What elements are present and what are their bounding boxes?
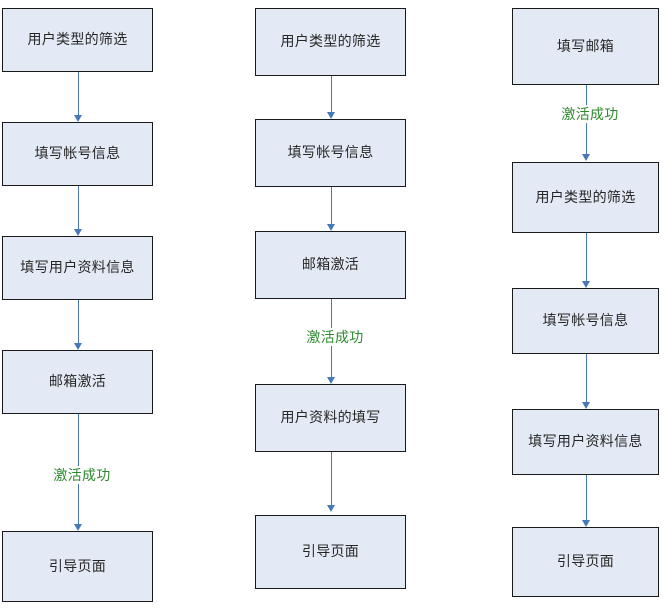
edge-label: 激活成功	[538, 105, 642, 123]
connector-line	[586, 475, 587, 521]
arrow-head-icon	[73, 343, 82, 350]
process-node[interactable]: 用户资料的填写	[255, 384, 406, 452]
process-node[interactable]: 用户类型的筛选	[255, 8, 406, 76]
arrow-head-icon	[73, 115, 82, 122]
process-node[interactable]: 填写用户资料信息	[512, 409, 659, 475]
flow-column-1: 用户类型的筛选 填写帐号信息 填写用户资料信息 邮箱激活 激活成功 引导页面	[2, 0, 154, 610]
process-node[interactable]: 邮箱激活	[255, 231, 406, 299]
arrow-head-icon	[73, 524, 82, 531]
edge-label: 激活成功	[30, 466, 134, 484]
flow-column-3: 填写邮箱 激活成功 用户类型的筛选 填写帐号信息 填写用户资料信息 引导页面	[512, 0, 660, 610]
process-node[interactable]: 引导页面	[2, 531, 153, 602]
process-node[interactable]: 用户类型的筛选	[2, 8, 153, 72]
arrow-head-icon	[73, 229, 82, 236]
arrow-head-icon	[326, 505, 335, 512]
process-node[interactable]: 填写邮箱	[512, 8, 659, 85]
arrow-head-icon	[581, 402, 590, 409]
connector-line	[331, 452, 332, 506]
edge-label: 激活成功	[283, 328, 387, 346]
arrow-head-icon	[581, 154, 590, 161]
process-node[interactable]: 邮箱激活	[2, 350, 153, 414]
arrow-head-icon	[581, 520, 590, 527]
process-node[interactable]: 填写帐号信息	[255, 119, 406, 187]
process-node[interactable]: 用户类型的筛选	[512, 162, 659, 233]
process-node[interactable]: 引导页面	[255, 515, 406, 589]
arrow-head-icon	[581, 281, 590, 288]
connector-line	[331, 187, 332, 225]
connector-line	[78, 186, 79, 230]
process-node[interactable]: 填写用户资料信息	[2, 236, 153, 300]
arrow-head-icon	[326, 224, 335, 231]
arrow-head-icon	[326, 377, 335, 384]
connector-line	[78, 300, 79, 344]
flow-column-2: 用户类型的筛选 填写帐号信息 邮箱激活 激活成功 用户资料的填写 引导页面	[255, 0, 407, 610]
process-node[interactable]: 引导页面	[512, 527, 659, 597]
connector-line	[331, 76, 332, 113]
connector-line	[586, 233, 587, 282]
connector-line	[78, 72, 79, 116]
process-node[interactable]: 填写帐号信息	[2, 122, 153, 186]
arrow-head-icon	[326, 112, 335, 119]
process-node[interactable]: 填写帐号信息	[512, 288, 659, 354]
connector-line	[586, 354, 587, 403]
